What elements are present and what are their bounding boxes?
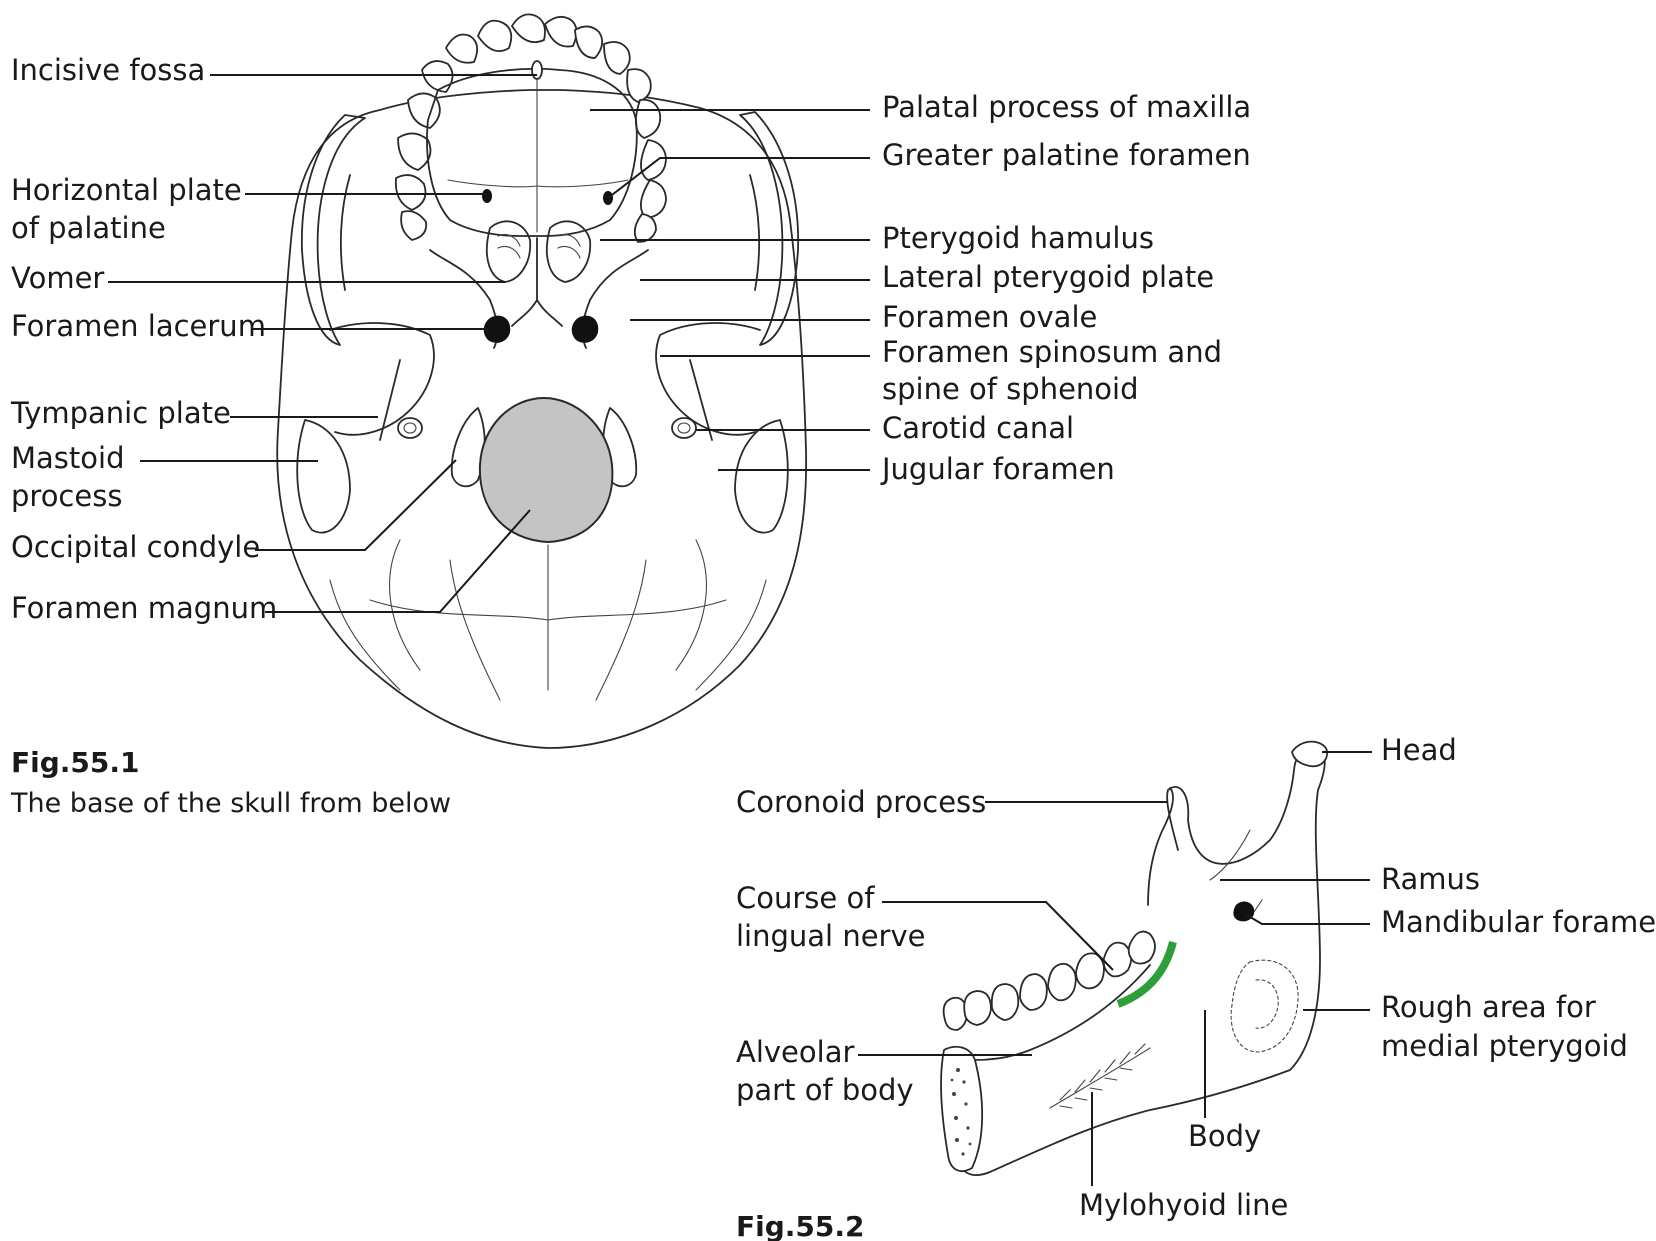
label-horizontal-plate-line1: Horizontal plate <box>11 173 242 207</box>
fig2-leader-lines <box>858 751 1372 1186</box>
right-zygomatic-arch <box>739 111 800 346</box>
fig1-leader-lines <box>108 74 870 613</box>
left-zygomatic-arch <box>300 114 366 346</box>
label-mandibular-foramen: Mandibular foramen <box>1381 905 1656 939</box>
label-alveolar-line2: part of body <box>736 1073 914 1107</box>
label-foramen-spinosum-line1: Foramen spinosum and <box>882 335 1222 369</box>
mylohyoid-line-feather <box>1049 1047 1151 1109</box>
right-mastoid <box>734 419 789 534</box>
right-styloid <box>689 359 713 441</box>
coronoid-process-tip <box>1147 787 1174 906</box>
cut-surface-body <box>940 1045 984 1172</box>
mandibular-teeth <box>942 930 1156 1031</box>
label-incisive-fossa: Incisive fossa <box>11 53 205 87</box>
label-foramen-ovale: Foramen ovale <box>882 300 1097 334</box>
left-styloid <box>379 359 401 441</box>
transverse-suture <box>447 179 629 188</box>
label-mastoid-line2: process <box>11 479 122 513</box>
label-coronoid-process: Coronoid process <box>736 785 986 819</box>
label-palatal-process: Palatal process of maxilla <box>882 90 1251 124</box>
foramen-lacerum-left <box>483 315 511 343</box>
maxillary-teeth <box>394 13 667 243</box>
left-mastoid <box>296 419 351 534</box>
mandible-drawing <box>940 740 1328 1176</box>
label-foramen-lacerum: Foramen lacerum <box>11 309 266 343</box>
hard-palate <box>426 67 638 237</box>
label-carotid-canal: Carotid canal <box>882 411 1074 445</box>
right-arch-inner <box>749 174 761 291</box>
incisive-fossa-mark <box>531 60 543 80</box>
lower-border <box>974 964 1151 1061</box>
left-choana <box>486 220 532 283</box>
label-lingual-nerve-line2: lingual nerve <box>736 919 925 953</box>
foramen-magnum <box>478 396 614 544</box>
label-lingual-nerve-line1: Course of <box>736 881 875 915</box>
lingual-nerve-course <box>1116 940 1177 1008</box>
cancellous-bone-pattern <box>950 1068 972 1156</box>
label-rough-area-line2: medial pterygoid <box>1381 1029 1628 1063</box>
left-arch-inner <box>339 174 351 291</box>
label-vomer: Vomer <box>11 261 104 295</box>
fig1-caption: The base of the skull from below <box>10 788 451 819</box>
label-lateral-pterygoid-plate: Lateral pterygoid plate <box>882 260 1214 294</box>
label-pterygoid-hamulus: Pterygoid hamulus <box>882 221 1154 255</box>
condylar-head <box>1291 740 1328 768</box>
left-carotid-canal <box>397 417 423 439</box>
rough-area-medial-pterygoid <box>1230 959 1299 1053</box>
label-foramen-spinosum-line2: spine of sphenoid <box>882 372 1139 406</box>
label-mylohyoid-line: Mylohyoid line <box>1079 1188 1288 1222</box>
label-occipital-condyle: Occipital condyle <box>11 530 260 564</box>
label-body: Body <box>1188 1119 1261 1153</box>
greater-palatine-foramen-left <box>482 189 492 203</box>
label-ramus: Ramus <box>1381 862 1480 896</box>
skull-base-drawing <box>276 13 808 749</box>
label-tympanic-plate: Tympanic plate <box>10 396 231 430</box>
fig1-number: Fig.55.1 <box>11 746 140 779</box>
label-head: Head <box>1381 733 1457 767</box>
label-greater-palatine-foramen: Greater palatine foramen <box>882 138 1251 172</box>
label-alveolar-line1: Alveolar <box>736 1035 854 1069</box>
fig2-number: Fig.55.2 <box>736 1210 865 1241</box>
right-carotid-canal <box>671 417 697 439</box>
ramus-inner-line <box>1209 829 1251 881</box>
right-choana <box>546 220 592 283</box>
label-mastoid-line1: Mastoid <box>11 441 124 475</box>
label-rough-area-line1: Rough area for <box>1381 990 1596 1024</box>
left-temporal-region <box>329 322 435 436</box>
foramen-lacerum-right <box>571 315 599 343</box>
label-horizontal-plate-line2: of palatine <box>11 211 166 245</box>
label-jugular-foramen: Jugular foramen <box>880 452 1115 486</box>
label-foramen-magnum: Foramen magnum <box>11 591 277 625</box>
vomer-ridge <box>511 237 563 327</box>
right-temporal-region <box>655 322 761 436</box>
